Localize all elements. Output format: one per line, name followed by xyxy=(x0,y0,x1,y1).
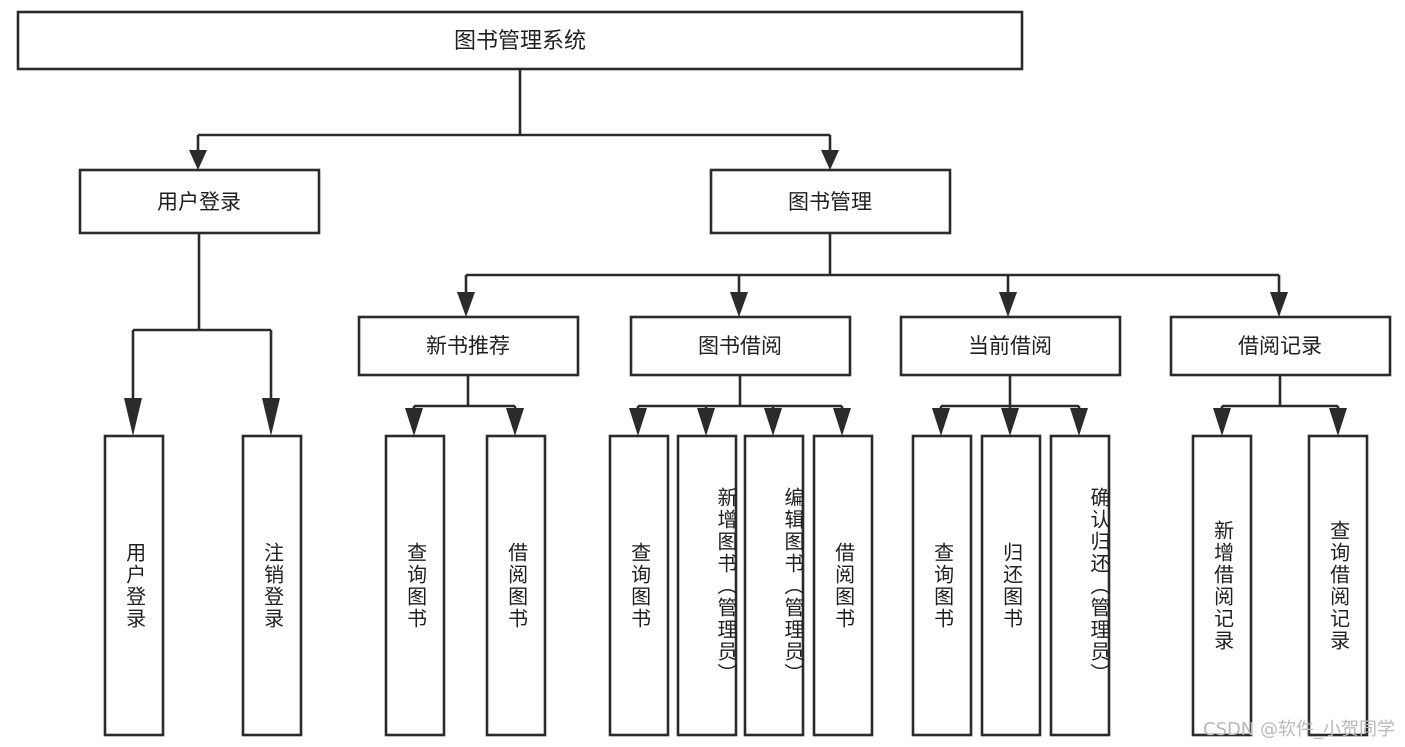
leaf-box-query-borrow-record[interactable] xyxy=(1307,434,1369,737)
leaf-box-edit-book[interactable] xyxy=(743,434,805,737)
node-borrow-record[interactable]: 借阅记录 xyxy=(1169,315,1392,377)
arrow-head-leaf-borrow-book-1 xyxy=(506,408,524,436)
csdn-watermark: CSDN @软件_小贺同学 xyxy=(1202,719,1395,740)
leaf-box-logout-login[interactable] xyxy=(241,434,303,737)
leaf-box-user-login[interactable] xyxy=(103,434,165,737)
arrow-head-leaf-query-borrow-record xyxy=(1329,408,1347,436)
node-book-borrow[interactable]: 图书借阅 xyxy=(629,315,852,377)
leaf-box-return-book[interactable] xyxy=(980,434,1042,737)
leaf-box-query-book-1[interactable] xyxy=(384,434,446,737)
node-user-login-label: 用户登录 xyxy=(157,190,241,214)
node-new-book-recommend-box[interactable] xyxy=(357,315,580,377)
arrow-head-leaf-query-book-3 xyxy=(932,408,950,436)
leaf-box-borrow-book-1[interactable] xyxy=(485,434,547,737)
arrow-head-user-login xyxy=(189,150,207,170)
leaf-box-add-borrow-record[interactable] xyxy=(1191,434,1253,737)
arrow-head-leaf-query-book-1 xyxy=(405,408,423,436)
node-book-borrow-label: 图书借阅 xyxy=(698,334,782,358)
node-new-book-recommend[interactable]: 新书推荐 xyxy=(357,315,580,377)
node-borrow-record-box[interactable] xyxy=(1169,315,1392,377)
leaf-box-query-book-2[interactable] xyxy=(608,434,670,737)
arrow-head-new-book-recommend xyxy=(457,292,475,317)
arrow-head-leaf-user-login xyxy=(124,398,142,436)
node-new-book-recommend-label: 新书推荐 xyxy=(426,334,510,358)
arrow-head-borrow-record xyxy=(1270,292,1288,317)
arrow-head-leaf-return-book xyxy=(1001,408,1019,436)
leaf-box-confirm-return[interactable] xyxy=(1049,434,1111,737)
leaf-box-add-book[interactable] xyxy=(676,434,738,737)
arrow-head-book-manage xyxy=(821,150,839,170)
node-book-manage-box[interactable] xyxy=(709,168,952,235)
arrow-head-leaf-edit-book xyxy=(764,408,782,436)
arrow-head-current-borrow xyxy=(999,292,1017,317)
node-current-borrow-box[interactable] xyxy=(899,315,1122,377)
node-current-borrow[interactable]: 当前借阅 xyxy=(899,315,1122,377)
leaf-boxes xyxy=(103,434,1369,737)
node-root[interactable]: 图书管理系统 xyxy=(16,10,1024,71)
arrow-head-leaf-logout-login xyxy=(262,398,280,436)
leaf-box-query-book-3[interactable] xyxy=(911,434,973,737)
node-current-borrow-label: 当前借阅 xyxy=(968,334,1052,358)
node-root-label: 图书管理系统 xyxy=(454,29,586,54)
node-book-manage[interactable]: 图书管理 xyxy=(709,168,952,235)
arrow-head-leaf-add-book xyxy=(697,408,715,436)
leaf-box-borrow-book-2[interactable] xyxy=(812,434,874,737)
arrow-head-leaf-borrow-book-2 xyxy=(833,408,851,436)
arrow-head-leaf-add-borrow-record xyxy=(1213,408,1231,436)
node-book-manage-label: 图书管理 xyxy=(788,190,872,214)
node-borrow-record-label: 借阅记录 xyxy=(1238,334,1322,358)
connector-group xyxy=(124,69,1347,436)
node-root-box[interactable] xyxy=(16,10,1024,71)
node-user-login[interactable]: 用户登录 xyxy=(78,168,321,235)
node-user-login-box[interactable] xyxy=(78,168,321,235)
arrow-head-leaf-query-book-2 xyxy=(629,408,647,436)
arrow-head-leaf-confirm-return xyxy=(1070,408,1088,436)
arrow-head-book-borrow xyxy=(730,292,748,317)
node-book-borrow-box[interactable] xyxy=(629,315,852,377)
